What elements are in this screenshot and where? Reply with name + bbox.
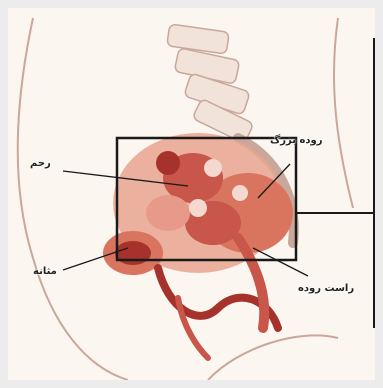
uterus-label: رحم <box>30 158 51 169</box>
bladder-label: مثانه <box>33 266 57 277</box>
detail-panel-edge <box>373 38 375 328</box>
small-intestine-label: روده بزرگ <box>270 135 322 146</box>
rectum-label: راست روده <box>298 283 354 294</box>
anatomy-illustration: رحم روده بزرگ مثانه راست روده <box>8 8 375 380</box>
body-outline-back <box>334 18 353 208</box>
buttock-outline <box>208 335 338 380</box>
pelvis-drawing <box>8 8 375 380</box>
pelvic-organs <box>103 133 293 358</box>
body-outline-front <box>18 18 128 380</box>
